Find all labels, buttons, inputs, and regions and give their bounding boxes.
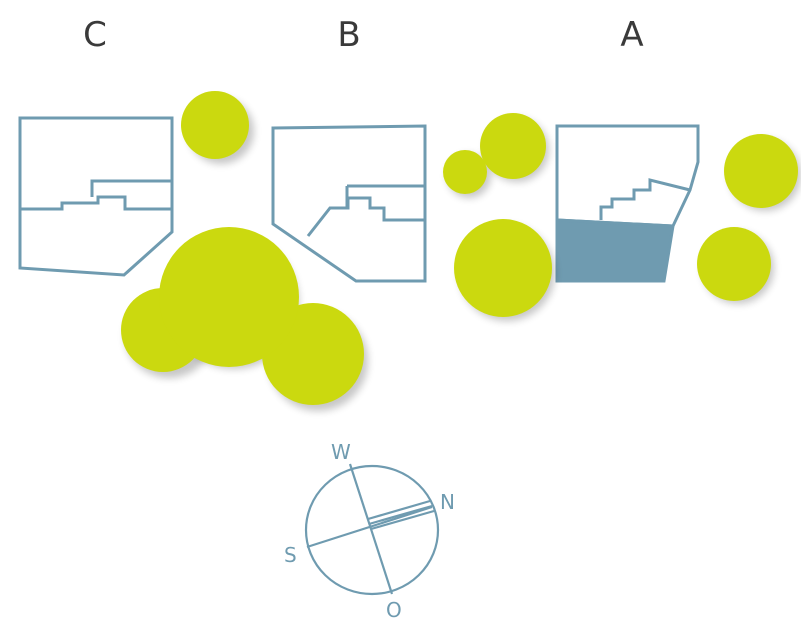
tree-c-large bbox=[159, 227, 299, 367]
tree-a-upper bbox=[724, 134, 798, 208]
compass-west: W bbox=[331, 440, 351, 464]
tree-b-tiny bbox=[443, 150, 487, 194]
tree-b-small bbox=[480, 113, 546, 179]
trees bbox=[121, 91, 801, 411]
tree-a-lower bbox=[697, 227, 771, 301]
tree-b-medium bbox=[454, 219, 552, 317]
label-a: A bbox=[620, 15, 643, 55]
tree-c-small bbox=[181, 91, 249, 159]
label-b: B bbox=[337, 15, 360, 55]
house-plan-c bbox=[18, 116, 174, 277]
house-plan-a bbox=[555, 124, 700, 283]
compass-rose: W N S O bbox=[284, 440, 455, 622]
compass-south: S bbox=[284, 543, 297, 567]
label-c: C bbox=[83, 15, 107, 55]
house-plan-b bbox=[271, 124, 427, 283]
compass-east: O bbox=[386, 598, 402, 622]
compass-north: N bbox=[440, 490, 455, 514]
